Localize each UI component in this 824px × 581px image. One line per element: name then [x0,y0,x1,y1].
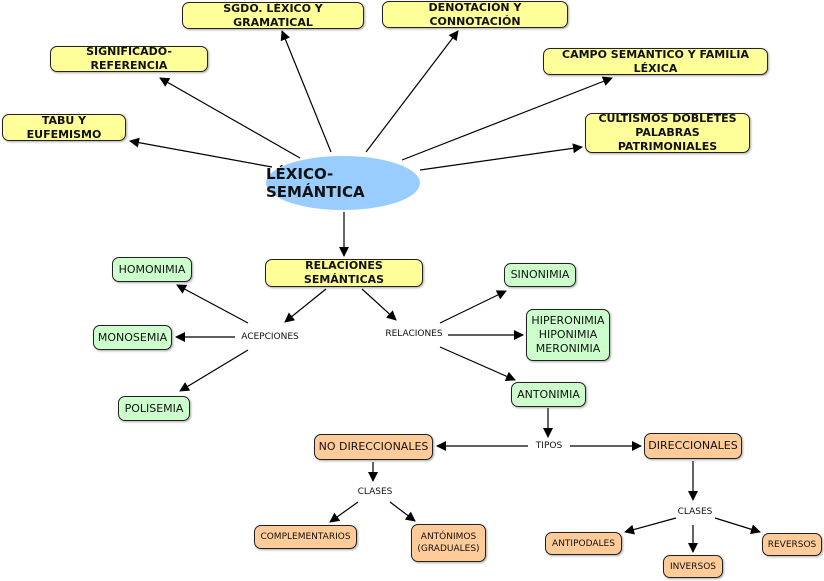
node-monosemia[interactable]: MONOSEMIA [93,325,172,350]
edge-clases-antipodales [624,517,677,535]
node-cultismos[interactable]: CULTISMOS DOBLETES PALABRAS PATRIMONIALE… [585,112,750,153]
edge-clases-complementarios [329,501,359,523]
edge-relsem-relaciones [361,288,397,321]
node-hiperonimia-hiponimia-meronimia[interactable]: HIPERONIMIA HIPONIMIA MERONIMIA [526,309,610,361]
node-sinonimia[interactable]: SINONIMIA [504,263,576,287]
node-inversos[interactable]: INVERSOS [663,555,723,578]
node-no-direccionales[interactable]: NO DIRECCIONALES [314,434,433,460]
node-tabu-eufemismo[interactable]: TABÚ Y EUFEMISMO [2,114,126,141]
node-sgdo-lexico-gramatical[interactable]: SGDO. LÉXICO Y GRAMATICAL [182,2,364,29]
edge-relsem-acepciones [284,288,327,323]
node-campo-semantico[interactable]: CAMPO SEMÁNTICO Y FAMILIA LÉXICA [543,48,768,75]
edge-central-denotacion [365,30,459,153]
edge-central-significado [159,77,301,159]
link-label-clases-right: CLASES [677,507,713,517]
edge-clases-antonimos [389,501,416,522]
node-polisemia[interactable]: POLISEMIA [118,396,190,421]
node-complementarios[interactable]: COMPLEMENTARIOS [254,525,357,549]
link-label-tipos: TIPOS [535,441,563,451]
node-antonimia[interactable]: ANTONIMIA [511,382,586,407]
edge-acepciones-homonimia [176,284,249,324]
node-significado-referencia[interactable]: SIGNIFICADO-REFERENCIA [50,45,208,72]
central-node[interactable]: LÉXICO-SEMÁNTICA [266,156,420,210]
node-direccionales[interactable]: DIRECCIONALES [644,433,742,459]
edge-central-cultismos [419,143,583,171]
edge-relaciones-sinonimia [439,290,507,324]
edge-central-sgdo [280,30,332,153]
link-label-relaciones: RELACIONES [385,329,443,339]
node-antipodales[interactable]: ANTIPODALES [545,532,622,555]
edge-clases-reversos [714,517,761,535]
node-denotacion-connotacion[interactable]: DENOTACIÓN Y CONNOTACIÓN [382,1,568,28]
node-antonimos-graduales[interactable]: ANTÓNIMOS (GRADUALES) [411,524,486,562]
link-label-acepciones: ACEPCIONES [241,332,299,342]
node-relaciones-semanticas[interactable]: RELACIONES SEMÁNTICAS [265,259,423,287]
node-reversos[interactable]: REVERSOS [762,533,822,556]
edge-relaciones-antonimia [439,346,516,381]
edge-central-campo [401,76,613,161]
node-homonimia[interactable]: HOMONIMIA [112,257,192,282]
edge-central-tabu [129,137,273,168]
edge-acepciones-polisemia [179,349,249,392]
link-label-clases-left: CLASES [357,487,393,497]
